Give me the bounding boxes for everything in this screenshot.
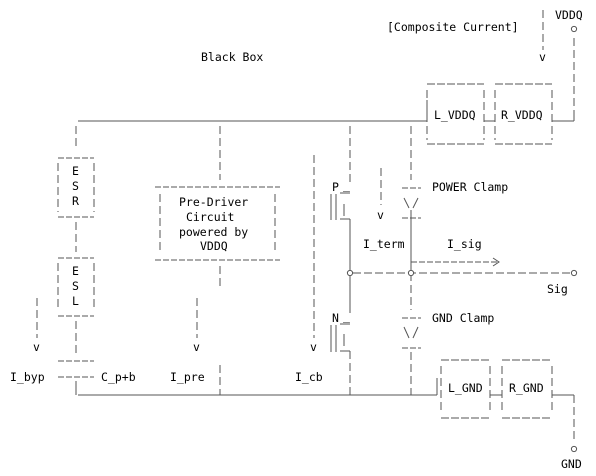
nmos-bar-icon: _ xyxy=(343,309,350,323)
arrow-down-icon: v xyxy=(377,208,384,222)
esl-letter-e: E xyxy=(72,264,79,278)
sig-label: Sig xyxy=(547,282,568,296)
r-gnd-label: R_GND xyxy=(509,381,544,395)
wires xyxy=(36,10,575,440)
l-gnd-label: L_GND xyxy=(448,381,483,395)
i-term-label: I_term xyxy=(363,237,405,251)
predriver-text-line: Pre-Driver xyxy=(179,195,248,209)
gnd-pin-circle xyxy=(570,445,578,453)
arrow-down-icon: v xyxy=(539,50,546,64)
i-sig-label: I_sig xyxy=(447,237,482,251)
arrow-down-icon: v xyxy=(310,340,317,354)
pmos-label: P xyxy=(332,180,339,194)
sig-pin-circle xyxy=(570,269,578,277)
c-pb-label: C_p+b xyxy=(101,370,136,384)
i-byp-label: I_byp xyxy=(10,370,45,384)
gnd-clamp-label: GND Clamp xyxy=(432,311,494,325)
esr-letter-r: R xyxy=(72,194,79,208)
predriver-text-line: powered by xyxy=(179,225,248,239)
arrow-down-icon: v xyxy=(193,340,200,354)
i-cb-label: I_cb xyxy=(295,370,323,384)
arrowheads-and-nodes: v v v v v _ _ xyxy=(33,25,578,453)
l-vddq-label: L_VDDQ xyxy=(434,108,476,122)
gnd-label: GND xyxy=(561,457,582,471)
esr-letter-s: S xyxy=(72,179,79,193)
labels: VDDQ [Composite Current] Black Box L_VDD… xyxy=(10,8,583,471)
r-vddq-label: R_VDDQ xyxy=(501,108,543,122)
vddq-label: VDDQ xyxy=(555,8,583,22)
black-box-label: Black Box xyxy=(201,50,263,64)
vddq-pin-circle xyxy=(570,25,578,33)
pmos-bar-icon: _ xyxy=(343,178,350,192)
node-circle xyxy=(346,269,354,277)
composite-current-label: [Composite Current] xyxy=(387,20,519,34)
predriver-text-line: VDDQ xyxy=(200,239,228,253)
esl-letter-s: S xyxy=(72,279,79,293)
nmos-label: N xyxy=(332,311,339,325)
esl-letter-l: L xyxy=(72,294,79,308)
esr-letter-e: E xyxy=(72,164,79,178)
arrow-down-icon: v xyxy=(33,340,40,354)
predriver-text-line: Circuit xyxy=(186,210,234,224)
i-pre-label: I_pre xyxy=(170,370,205,384)
power-clamp-label: POWER Clamp xyxy=(432,180,508,194)
node-circle xyxy=(407,269,415,277)
